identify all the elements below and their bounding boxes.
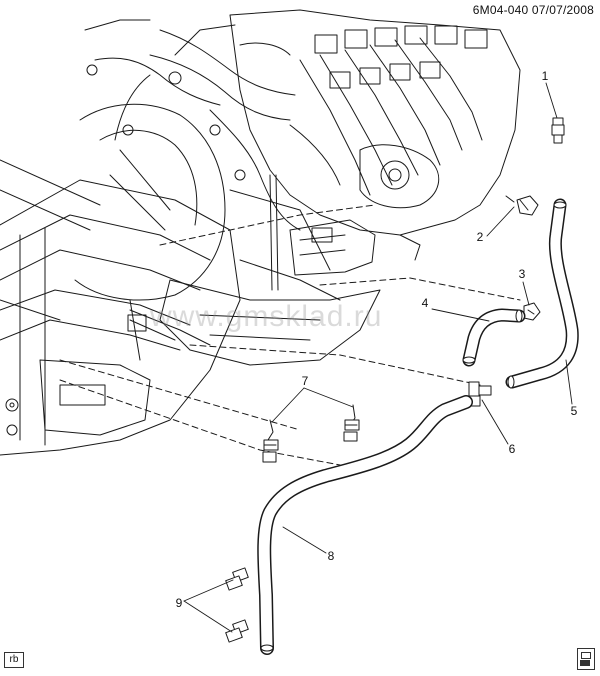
callout-1: 1 xyxy=(542,69,549,83)
part-2-clamp xyxy=(505,195,539,216)
view-tag: rb xyxy=(4,652,24,668)
engine-illustration xyxy=(94,9,521,366)
callout-8: 8 xyxy=(328,549,335,563)
part-3-clamp xyxy=(523,302,541,321)
part-7-clip-left xyxy=(262,419,279,463)
callout-7: 7 xyxy=(302,374,309,388)
callout-leaders xyxy=(183,82,573,633)
part-4-hose xyxy=(462,308,526,367)
part-7-clip-right xyxy=(343,404,360,442)
part-6-tee xyxy=(465,381,492,407)
part-8-hose xyxy=(257,395,473,655)
callout-5: 5 xyxy=(571,404,578,418)
callout-6: 6 xyxy=(509,442,516,456)
part-9-clamp-lower xyxy=(225,619,249,643)
callout-9: 9 xyxy=(176,596,183,610)
transmission-illustration xyxy=(0,19,291,456)
part-1-fitting xyxy=(551,117,565,144)
part-9-clamp-upper xyxy=(225,567,249,591)
callout-2: 2 xyxy=(477,230,484,244)
watermark-text: www.gmsklad.ru xyxy=(150,300,383,333)
callout-4: 4 xyxy=(422,296,429,310)
printer-icon xyxy=(577,648,595,670)
assembly-leader-lines xyxy=(59,204,521,466)
diagram-id: 6M04-040 07/07/2008 xyxy=(472,3,594,17)
part-5-hose xyxy=(505,198,579,389)
callout-3: 3 xyxy=(519,267,526,281)
